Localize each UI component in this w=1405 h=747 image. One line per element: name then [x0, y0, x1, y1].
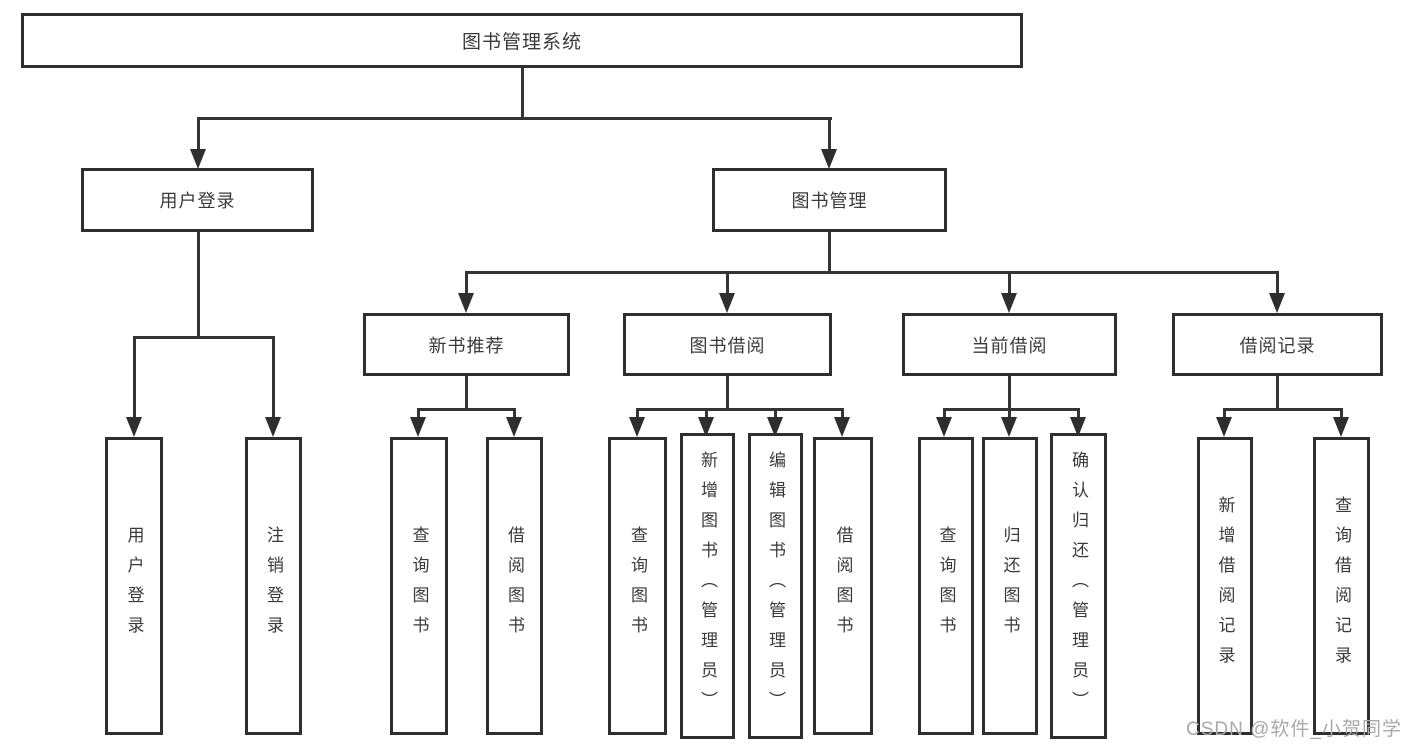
node-label: 查询图书: [409, 526, 429, 646]
node-add-books-admin: 新增图书（管理员）: [680, 433, 735, 739]
node-label: 图书借阅: [689, 335, 766, 356]
connector-line: [197, 117, 832, 120]
node-label: 新增图书（管理员）: [698, 451, 717, 721]
arrow-down-icon: [126, 417, 142, 437]
node-confirm-return-admin: 确认归还（管理员）: [1050, 433, 1107, 739]
node-label: 借阅记录: [1239, 335, 1316, 356]
node-book-borrowing: 图书借阅: [623, 313, 832, 376]
connector-line: [705, 408, 708, 419]
node-label: 归还图书: [1000, 526, 1020, 646]
connector-line: [1008, 376, 1011, 410]
arrow-down-icon: [936, 417, 952, 437]
arrow-down-icon: [629, 417, 645, 437]
arrow-down-icon: [1070, 417, 1086, 437]
node-add-borrow-record: 新增借阅记录: [1197, 437, 1253, 735]
node-label: 借阅图书: [833, 526, 853, 646]
arrow-down-icon: [190, 149, 206, 169]
connector-line: [465, 376, 468, 410]
connector-line: [513, 408, 516, 419]
connector-line: [1276, 271, 1279, 296]
node-user-login-action: 用户登录: [105, 437, 163, 735]
node-query-borrow-record: 查询借阅记录: [1313, 437, 1370, 735]
connector-line: [828, 232, 831, 273]
node-borrow-books: 借阅图书: [813, 437, 873, 735]
connector-line: [197, 232, 200, 338]
node-new-book-recommend: 新书推荐: [363, 313, 570, 376]
connector-line: [133, 336, 136, 418]
connector-line: [1276, 376, 1279, 410]
connector-line: [841, 408, 844, 419]
node-library-management-system: 图书管理系统: [21, 13, 1023, 68]
node-label: 新增借阅记录: [1215, 496, 1235, 676]
csdn-watermark: CSDN @软件_小贺同学: [1186, 719, 1402, 740]
node-label: 编辑图书（管理员）: [766, 451, 785, 721]
node-label: 用户登录: [159, 191, 236, 211]
arrow-down-icon: [458, 293, 474, 313]
arrow-down-icon: [265, 417, 281, 437]
node-label: 借阅图书: [505, 526, 524, 646]
connector-line: [197, 117, 200, 150]
connector-line: [521, 68, 524, 119]
connector-line: [1340, 408, 1343, 419]
node-edit-books-admin: 编辑图书（管理员）: [748, 433, 803, 739]
connector-line: [828, 117, 831, 150]
arrow-down-icon: [410, 417, 426, 437]
connector-line: [943, 408, 1079, 411]
node-query-books-recommend: 查询图书: [390, 437, 448, 735]
arrow-down-icon: [821, 149, 837, 169]
arrow-down-icon: [1269, 293, 1285, 313]
connector-line: [636, 408, 639, 419]
arrow-down-icon: [1001, 293, 1017, 313]
node-label: 查询借阅记录: [1332, 496, 1351, 676]
node-label: 确认归还（管理员）: [1069, 451, 1088, 721]
connector-line: [943, 408, 946, 419]
connector-line: [774, 408, 777, 419]
connector-line: [417, 408, 420, 419]
node-label: 图书管理系统: [461, 32, 582, 53]
arrow-down-icon: [1333, 417, 1349, 437]
connector-line: [1077, 408, 1080, 419]
connector-line: [465, 271, 1278, 274]
node-label: 新书推荐: [428, 335, 505, 356]
node-query-books-current: 查询图书: [918, 437, 974, 735]
connector-line: [1223, 408, 1226, 419]
arrow-down-icon: [834, 417, 850, 437]
connector-line: [636, 408, 844, 411]
connector-line: [1008, 271, 1011, 296]
node-borrowing-records: 借阅记录: [1172, 313, 1383, 376]
node-label: 图书管理: [791, 191, 868, 211]
node-book-management: 图书管理: [712, 168, 947, 232]
arrow-down-icon: [506, 417, 522, 437]
connector-line: [465, 271, 468, 296]
arrow-down-icon: [698, 417, 714, 437]
node-label: 查询图书: [936, 526, 956, 646]
connector-line: [1008, 408, 1011, 419]
node-user-login: 用户登录: [81, 168, 314, 232]
node-logout: 注销登录: [245, 437, 302, 735]
node-return-books: 归还图书: [982, 437, 1038, 735]
connector-line: [726, 376, 729, 410]
connector-line: [1223, 408, 1343, 411]
node-label: 当前借阅: [971, 335, 1048, 356]
connector-line: [133, 336, 275, 339]
node-label: 查询图书: [628, 526, 647, 646]
connector-line: [272, 336, 275, 418]
arrow-down-icon: [767, 417, 783, 437]
connector-line: [417, 408, 515, 411]
node-label: 注销登录: [264, 526, 283, 646]
connector-line: [726, 271, 729, 296]
arrow-down-icon: [719, 293, 735, 313]
node-borrow-books-recommend: 借阅图书: [486, 437, 543, 735]
arrow-down-icon: [1001, 417, 1017, 437]
node-label: 用户登录: [124, 526, 144, 646]
node-query-books-borrowing: 查询图书: [608, 437, 667, 735]
arrow-down-icon: [1216, 417, 1232, 437]
node-current-borrowing: 当前借阅: [902, 313, 1117, 376]
